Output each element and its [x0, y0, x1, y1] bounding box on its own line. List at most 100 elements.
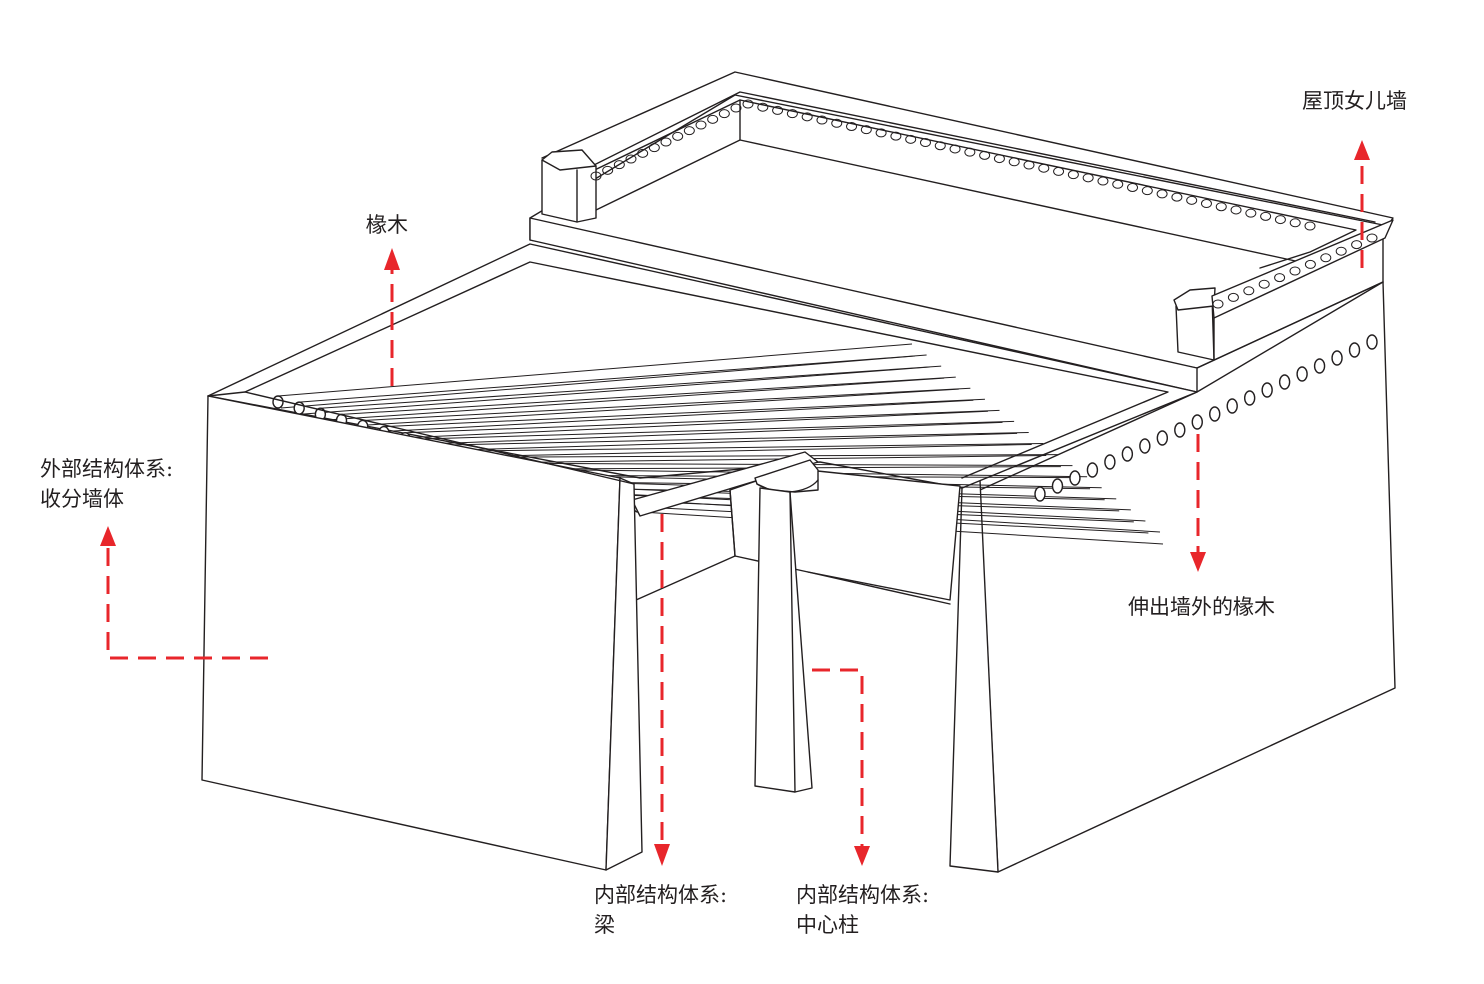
parapet-bead [1067, 170, 1079, 180]
parapet-bead [625, 154, 637, 164]
parapet-bead [1053, 166, 1065, 176]
arrow-column [854, 846, 870, 866]
rafter-end [1348, 342, 1361, 358]
rafter-end [1366, 334, 1378, 350]
leader-outer-wall [106, 546, 268, 660]
parapet-bead [1200, 199, 1212, 209]
parapet-bead [860, 125, 872, 135]
parapet-bead [934, 141, 946, 151]
rafter-end [1278, 374, 1291, 390]
parapet-bead [1320, 253, 1332, 263]
parapet-bead [707, 114, 719, 124]
parapet-bead [816, 115, 828, 125]
parapet-bead [1171, 192, 1183, 202]
label-beam: 内部结构体系: 梁 [594, 880, 727, 940]
parapet-bead [602, 165, 614, 175]
label-column: 内部结构体系: 中心柱 [796, 880, 929, 940]
parapet-bead [1260, 211, 1272, 221]
parapet-bead [964, 147, 976, 157]
parapet-bead [1230, 205, 1242, 215]
parapet-bead [672, 131, 684, 141]
rafter-end [1174, 422, 1186, 438]
rafter-end [1296, 366, 1308, 382]
parapet-bead [742, 99, 754, 109]
parapet-bead [831, 118, 843, 128]
parapet-bead [772, 105, 784, 115]
label-rafter: 椽木 [366, 213, 408, 237]
label-column-line1: 内部结构体系: [796, 883, 930, 907]
parapet-bead [1112, 179, 1124, 189]
label-column-line2: 中心柱 [796, 913, 859, 937]
rafter-end [1261, 382, 1273, 398]
central-column [754, 487, 813, 793]
label-outer-structure-line1: 外部结构体系: [40, 457, 174, 481]
parapet-bead [757, 102, 769, 112]
rafter-end [1313, 358, 1326, 374]
label-beam-line1: 内部结构体系: [594, 883, 728, 907]
rafter [293, 354, 930, 415]
parapet-bead [979, 150, 991, 160]
arrow-rafter [384, 248, 400, 270]
rafter-end [1139, 438, 1151, 454]
parapet-bead [1335, 246, 1347, 256]
parapet-bead [1304, 259, 1316, 269]
label-rafter-out: 伸出墙外的椽木 [1128, 595, 1275, 619]
label-beam-line2: 梁 [594, 913, 615, 937]
rafter-end [1034, 486, 1046, 502]
parapet-bead [786, 109, 798, 119]
parapet-bead [890, 131, 902, 141]
parapet-bead [1215, 202, 1227, 212]
lower-roof-deck [207, 243, 1198, 489]
parapet-bead [905, 134, 917, 144]
parapet-bead [637, 148, 649, 158]
rafter-end [1209, 406, 1221, 422]
left-outer-wall [201, 391, 643, 871]
protruding-rafter-ends [1034, 334, 1378, 502]
parapet-bead [1212, 299, 1224, 309]
leader-column [812, 668, 864, 846]
parapet-bead [695, 120, 707, 130]
label-outer-structure-line2: 收分墙体 [40, 487, 124, 511]
rafter-end [1104, 454, 1116, 470]
parapet-bead [1082, 173, 1094, 183]
parapet-bead [730, 103, 742, 113]
parapet-bead [648, 143, 660, 153]
parapet-bead [1038, 163, 1050, 173]
parapet-bead [875, 128, 887, 138]
parapet-bead [613, 160, 625, 170]
parapet-bead [718, 109, 730, 119]
parapet-bead [1245, 208, 1257, 218]
label-outer-structure: 外部结构体系: 收分墙体 [40, 454, 173, 514]
parapet-bead [1227, 292, 1239, 302]
parapet-bead [993, 154, 1005, 164]
parapet-bead [1351, 240, 1363, 250]
parapet-bead [1243, 286, 1255, 296]
arrow-beam [654, 844, 670, 866]
beam [631, 451, 819, 517]
arrow-outer-wall [100, 526, 116, 546]
arrow-rafter-out [1190, 552, 1206, 572]
rafter-end [1051, 478, 1064, 494]
parapet-bead [1141, 186, 1153, 196]
parapet-bead [1097, 176, 1109, 186]
parapet-bead [1289, 218, 1301, 228]
rafter-end [1086, 462, 1099, 478]
parapet-bead [919, 138, 931, 148]
parapet-bead [949, 144, 961, 154]
parapet-bead [1127, 182, 1139, 192]
parapet-bead [1289, 266, 1301, 276]
parapet-bead [1304, 221, 1316, 231]
label-parapet: 屋顶女儿墙 [1302, 89, 1407, 113]
parapet-bead [1186, 195, 1198, 205]
rafter-end [1191, 414, 1203, 430]
rafter-end [1243, 390, 1256, 406]
parapet-bead [1366, 233, 1378, 243]
parapet-bead [660, 137, 672, 147]
parapet-bead [1258, 279, 1270, 289]
parapet-bead [683, 126, 695, 136]
arrow-parapet [1354, 140, 1370, 160]
parapet-bead [846, 121, 858, 131]
leader-lines [100, 140, 1370, 866]
rafter-end [1156, 430, 1169, 446]
